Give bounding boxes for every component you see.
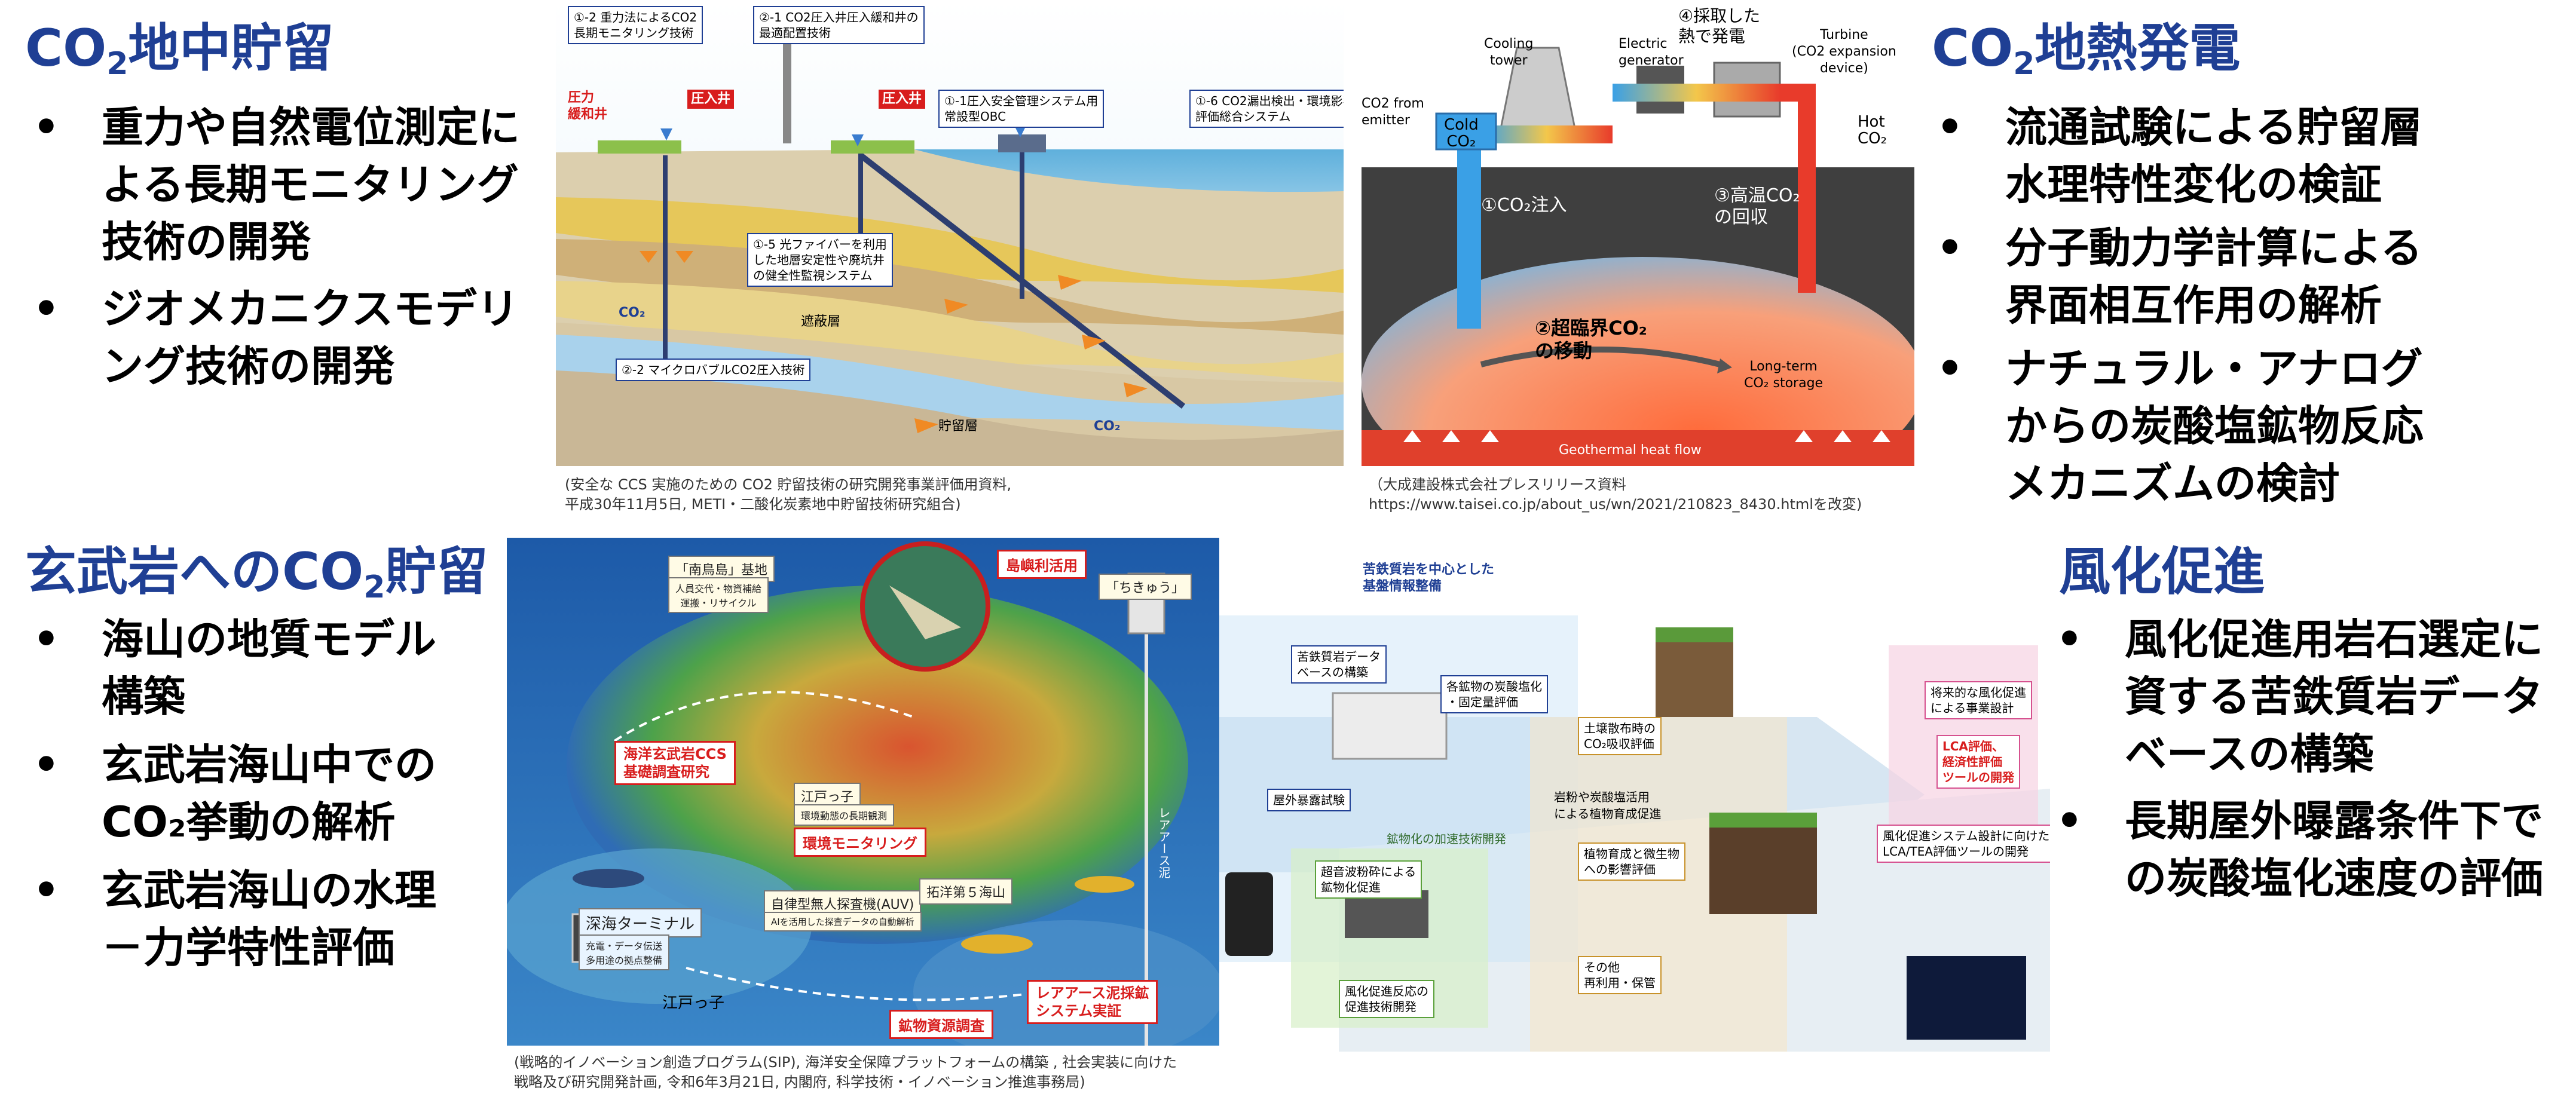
storage-title: CO2地中貯留 (25, 19, 334, 82)
basalt-diagram: 「南鳥島」基地 人員交代・物資補給 運搬・リサイクル 島嶼利活用 「ちきゅう」 … (507, 538, 1222, 1046)
basalt-bullet: 玄武岩海山の水理－力学特性評価 (33, 862, 511, 976)
weathering-lca: LCA評価、 経済性評価 ツールの開発 (1936, 735, 2020, 789)
geothermal-diagram: Cooling tower Electric generator ④採取した 熱… (1362, 0, 1914, 466)
geothermal-recover: ③高温CO₂ の回収 (1714, 185, 1800, 228)
basalt-ccs: 海洋玄武岩CCS 基礎調査研究 (614, 741, 736, 785)
geothermal-heat-flow: Geothermal heat flow (1559, 443, 1702, 458)
storage-reservoir: 貯留層 (938, 419, 978, 434)
storage-label-fiber: ①-5 光ファイバーを利用 した地層安定性や廃坑井 の健全性監視システム (747, 233, 893, 287)
storage-co2-a: CO₂ (619, 305, 645, 320)
basalt-edokko-sub: 環境動態の長期観測 (794, 804, 895, 826)
weathering-plant: 植物育成と微生物 への影響評価 (1578, 842, 1685, 881)
geothermal-from-emitter: CO2 from emitter (1362, 96, 1424, 128)
basalt-island: 島嶼利活用 (997, 550, 1087, 579)
basalt-edokko-2: 江戸っ子 (662, 994, 725, 1012)
weathering-ultrasonic: 超音波粉砕による 鉱物化促進 (1315, 860, 1422, 899)
weathering-carbonation: 各鉱物の炭酸塩化 ・固定量評価 (1440, 675, 1548, 713)
weathering-title: 風化促進 (2059, 542, 2265, 602)
storage-diagram: ①-2 重力法によるCO2 長期モニタリング技術 ②-1 CO2圧入井圧入緩和井… (556, 0, 1344, 466)
weathering-diagram: 苦鉄質岩を中心とした 基盤情報整備 苦鉄質岩データ ベースの構築 各鉱物の炭酸塩… (1219, 538, 2050, 1052)
basalt-caption: (戦略的イノベーション創造プログラム(SIP), 海洋安全保障プラットフォームの… (514, 1054, 1177, 1090)
storage-injection-well-2: 圧入井 (879, 90, 926, 109)
weathering-outdoor: 屋外暴露試験 (1267, 789, 1351, 811)
geothermal-hot-co2: Hot CO₂ (1858, 113, 1887, 148)
basalt-resource: 鉱物資源調査 (889, 1010, 993, 1039)
storage-label-leak: ①-6 CO2漏出検出・環境影響 評価総合システム (1189, 90, 1344, 128)
geothermal-longterm: Long-term CO₂ storage (1744, 359, 1824, 391)
storage-co2-b: CO₂ (1094, 419, 1121, 434)
basalt-base-sub: 人員交代・物資補給 運搬・リサイクル (668, 577, 769, 613)
geothermal-turbine: Turbine (CO2 expansion device) (1792, 27, 1896, 76)
storage-label-wells: ②-1 CO2圧入井圧入緩和井の 最適配置技術 (753, 6, 925, 44)
weathering-design: 将来的な風化促進 による事業設計 (1925, 681, 2032, 719)
storage-caption: (安全な CCS 実施のための CO2 貯留技術の研究開発事業評価用資料,平成3… (565, 476, 1012, 513)
geothermal-power-step: ④採取した 熱で発電 (1678, 6, 1761, 46)
weathering-rock-use: 岩粉や炭酸塩活用 による植物育成促進 (1554, 790, 1662, 821)
basalt-chikyu: 「ちきゅう」 (1099, 574, 1192, 600)
basalt-rare-system: レアアース泥採鉱 システム実証 (1027, 980, 1158, 1024)
storage-injection-well-1: 圧入井 (687, 90, 735, 109)
geothermal-title: CO2地熱発電 (1932, 19, 2241, 82)
weathering-accel: 鉱物化の加速技術開発 (1387, 832, 1506, 846)
basalt-rare-mud: レアアース泥 (1157, 807, 1171, 878)
basalt-auv-sub: AIを活用した探査データの自動解析 (764, 912, 922, 931)
geothermal-inject: ①CO₂注入 (1481, 195, 1567, 216)
basalt-terminal-sub: 充電・データ伝送 多用途の拠点整備 (579, 934, 670, 970)
weathering-header: 苦鉄質岩を中心とした 基盤情報整備 (1363, 562, 1495, 594)
basalt-terminal: 深海ターミナル (579, 908, 702, 937)
geothermal-supercritical: ②超臨界CO₂ の移動 (1535, 317, 1647, 362)
geothermal-cooling-tower: Cooling tower (1484, 36, 1534, 68)
storage-label-obc: ①-1圧入安全管理システム用 常設型OBC (938, 90, 1105, 128)
geothermal-cold-co2: Cold CO₂ (1444, 116, 1479, 151)
storage-label-gravity: ①-2 重力法によるCO2 長期モニタリング技術 (568, 6, 703, 44)
weathering-soil: 土壌散布時の CO₂吸収評価 (1578, 717, 1662, 755)
basalt-title: 玄武岩へのCO2貯留 (25, 542, 488, 605)
weathering-system: 風化促進システム設計に向けた LCA/TEA評価ツールの開発 (1877, 825, 2050, 863)
weathering-reaction: 風化促進反応の 促進技術開発 (1339, 980, 1434, 1018)
basalt-takuyo: 拓洋第５海山 (919, 878, 1013, 905)
basalt-env-monitoring: 環境モニタリング (794, 828, 926, 857)
weathering-db: 苦鉄質岩データ ベースの構築 (1291, 645, 1387, 684)
weathering-other: その他 再利用・保管 (1578, 956, 1662, 994)
storage-relief-well: 圧力 緩和井 (568, 90, 608, 122)
storage-cap-rock: 遮蔽層 (801, 314, 841, 329)
storage-label-bubble: ②-2 マイクロバブルCO2圧入技術 (616, 358, 811, 381)
geothermal-generator: Electric generator (1619, 36, 1684, 68)
